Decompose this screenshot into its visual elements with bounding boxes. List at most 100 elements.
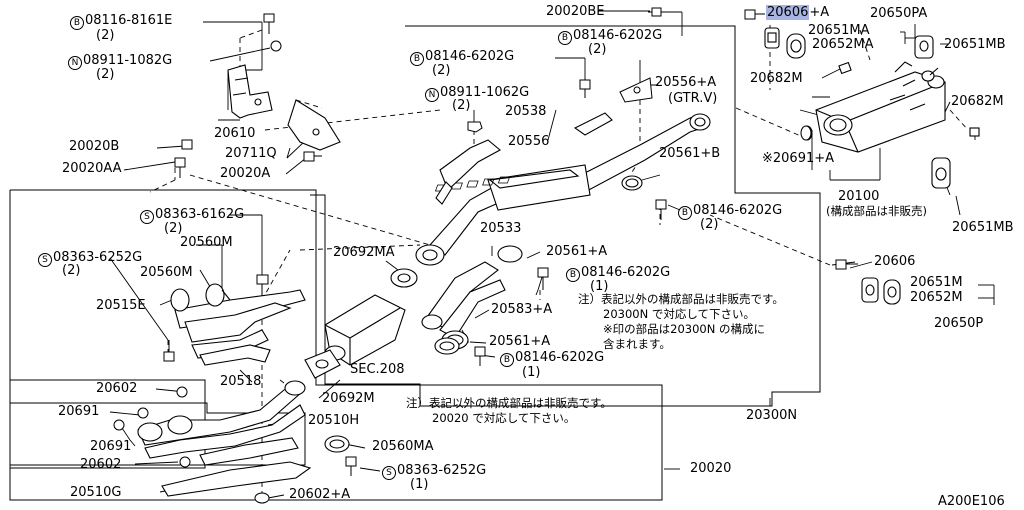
nut-symbol: N (425, 88, 439, 102)
label-20652ma[interactable]: 20652MA (812, 37, 874, 52)
bolt-20020be (651, 7, 662, 17)
qty-08146e: (1) (522, 365, 541, 380)
nut-symbol: N (68, 56, 82, 70)
label-20556a-gtr: (GTR.V) (668, 91, 718, 106)
bolt-20606 (835, 259, 858, 270)
bolt-symbol: B (678, 206, 692, 220)
part-number-08146a: 08146-6202G (573, 28, 663, 43)
label-20602-b[interactable]: 20602 (80, 457, 122, 472)
label-20606a[interactable]: 20606+A (766, 5, 829, 20)
bolt-symbol: B (410, 52, 424, 66)
label-20561a-b[interactable]: 20561+A (489, 334, 551, 349)
label-20515e[interactable]: 20515E (96, 298, 146, 313)
bolt-08363a (256, 274, 269, 296)
qty-08116: (2) (96, 28, 115, 43)
label-20692ma[interactable]: 20692MA (333, 245, 395, 260)
label-20538[interactable]: 20538 (505, 104, 547, 119)
label-20651mb-top[interactable]: 20651MB (944, 37, 1006, 52)
label-20652m[interactable]: 20652M (910, 290, 963, 305)
label-20606[interactable]: 20606 (874, 254, 916, 269)
heat-shield-20510g (161, 461, 312, 497)
note-20300n-line3: ※印の部品は20300N の構成に (603, 322, 765, 336)
label-20556[interactable]: 20556 (508, 134, 550, 149)
center-pipe-20300n (415, 112, 711, 266)
label-20650pa[interactable]: 20650PA (870, 6, 928, 21)
bolt-symbol: B (70, 16, 84, 30)
bracket-20610 (227, 64, 341, 151)
label-20682m-b[interactable]: 20682M (951, 94, 1004, 109)
label-20518[interactable]: 20518 (220, 374, 262, 389)
qty-08363a: (2) (164, 221, 183, 236)
label-20020a[interactable]: 20020A (220, 166, 271, 181)
label-20602a[interactable]: 20602+A (289, 487, 351, 502)
qty-08363c: (1) (410, 477, 429, 492)
note-20300n-line4: 含まれます。 (603, 337, 671, 351)
label-20583a[interactable]: 20583+A (491, 302, 553, 317)
bolt-08363c (345, 456, 357, 476)
label-20650p[interactable]: 20650P (934, 316, 984, 331)
qty-08146a: (2) (588, 42, 607, 57)
label-20691-b[interactable]: 20691 (90, 439, 132, 454)
clamp-20560m-b (205, 283, 225, 307)
nut-20602b (179, 456, 191, 468)
bolt-08146c (655, 199, 667, 220)
label-sec208[interactable]: SEC.208 (350, 362, 405, 377)
ring-20691b (113, 419, 125, 431)
label-20561a-a[interactable]: 20561+A (546, 244, 608, 259)
qty-08911b: (2) (452, 98, 471, 113)
bolt-20020b (181, 139, 193, 150)
label-20560m-b[interactable]: 20560M (140, 265, 193, 280)
pipe-20518 (199, 344, 271, 366)
label-20711q[interactable]: 20711Q (225, 146, 277, 161)
label-20651ma[interactable]: 20651MA (808, 23, 870, 38)
label-20510g[interactable]: 20510G (70, 485, 122, 500)
label-20100[interactable]: 20100 (838, 189, 880, 204)
label-20020[interactable]: 20020 (690, 461, 732, 476)
label-20533[interactable]: 20533 (480, 221, 522, 236)
label-20020be[interactable]: 20020BE (546, 4, 605, 19)
note-20020-line2: 20020 で対応して下さい。 (432, 411, 576, 425)
highlighted-part-number: 20606 (766, 5, 810, 20)
part-number-08146b: 08146-6202G (425, 49, 515, 64)
label-20020b[interactable]: 20020B (69, 139, 120, 154)
bolt-08146d (537, 267, 549, 290)
label-20510h[interactable]: 20510H (308, 413, 360, 428)
label-20020aa[interactable]: 20020AA (62, 161, 122, 176)
label-20651m[interactable]: 20651M (910, 275, 963, 290)
part-number-08116: 08116-8161E (85, 13, 173, 28)
label-20682m-a[interactable]: 20682M (750, 71, 803, 86)
ring-20691a (137, 407, 149, 419)
heat-shield-20510h (199, 437, 299, 466)
part-number-08363b: 08363-6252G (53, 250, 143, 265)
label-20691a[interactable]: ※20691+A (762, 151, 835, 166)
label-20691-a[interactable]: 20691 (58, 404, 100, 419)
screw-symbol: S (38, 253, 52, 267)
nut-08911b (467, 121, 483, 133)
part-number-08146c: 08146-6202G (693, 203, 783, 218)
diagram-id: A200E106 (938, 494, 1005, 509)
bolt-20020a (303, 151, 322, 162)
label-20610[interactable]: 20610 (214, 126, 256, 141)
label-20602-a[interactable]: 20602 (96, 381, 138, 396)
label-20556a[interactable]: 20556+A (655, 75, 717, 90)
label-20692m[interactable]: 20692M (322, 391, 375, 406)
qty-08146b: (2) (432, 63, 451, 78)
label-20651mb-bot[interactable]: 20651MB (952, 220, 1014, 235)
bolt-08363b (163, 340, 175, 362)
label-20561b[interactable]: 20561+B (659, 146, 721, 161)
label-20560m-a[interactable]: 20560M (180, 235, 233, 250)
label-20300n[interactable]: 20300N (746, 408, 798, 423)
label-20560ma[interactable]: 20560MA (372, 439, 434, 454)
